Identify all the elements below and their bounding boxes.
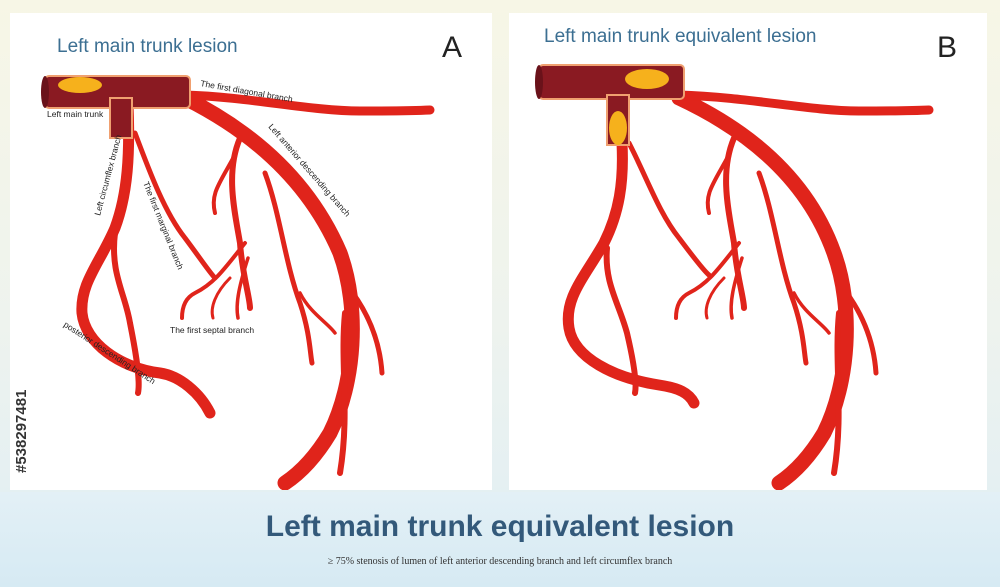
vessel-tree-b [562,90,934,490]
stock-id: #538297481 [13,389,30,473]
panel-b-letter: B [937,31,958,64]
label-left-main-trunk: Left main trunk [47,109,104,119]
coronary-diagram-b [535,64,934,490]
footer: Left main trunk equivalent lesion ≥ 75% … [0,492,1000,587]
plaque-a [58,77,102,93]
plaque-lad-b [625,69,669,89]
left-main-trunk-a [41,75,191,139]
plaque-circumflex-b [609,111,627,145]
footer-subtitle: ≥ 75% stenosis of lumen of left anterior… [327,556,673,567]
panel-a: Left main trunk The first diagonal branc… [10,13,492,490]
panel-a-title: Left main trunk lesion [57,36,238,57]
vessel-tree-a [76,90,435,490]
label-posterior-descending: posterior descending branch [62,319,158,386]
panel-b-title: Left main trunk equivalent lesion [544,26,817,47]
panel-a-letter: A [442,31,463,64]
label-first-septal: The first septal branch [170,325,254,335]
footer-title: Left main trunk equivalent lesion [265,510,735,543]
panel-b: Left main trunk equivalent lesion B [509,13,987,490]
coronary-diagram-a: Left main trunk The first diagonal branc… [41,75,435,490]
left-main-trunk-b [535,64,685,146]
